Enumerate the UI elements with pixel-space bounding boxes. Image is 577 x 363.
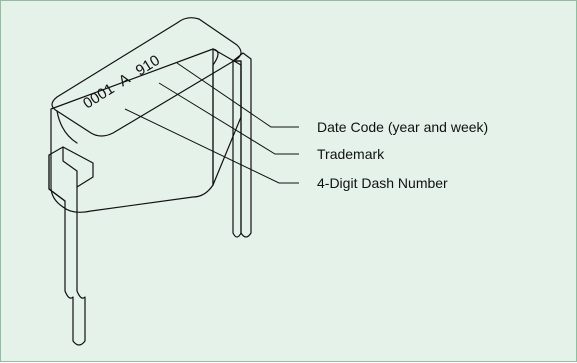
component-body	[50, 17, 242, 213]
trademark-label: Trademark	[317, 146, 385, 162]
date-code-leader	[176, 62, 299, 128]
front-lead	[48, 146, 94, 346]
dash-number-marking: 0001	[80, 80, 117, 112]
trademark-leader	[158, 82, 299, 155]
date-code-label: Date Code (year and week)	[317, 119, 488, 135]
leader-lines	[124, 62, 299, 184]
dash-number-label: 4-Digit Dash Number	[317, 175, 448, 191]
dash-number-leader	[124, 108, 299, 184]
rear-lead	[232, 52, 252, 238]
trademark-marking: A	[116, 70, 134, 90]
date-code-marking: 910	[133, 52, 163, 80]
marking-group: 0001 A 910	[80, 52, 163, 113]
